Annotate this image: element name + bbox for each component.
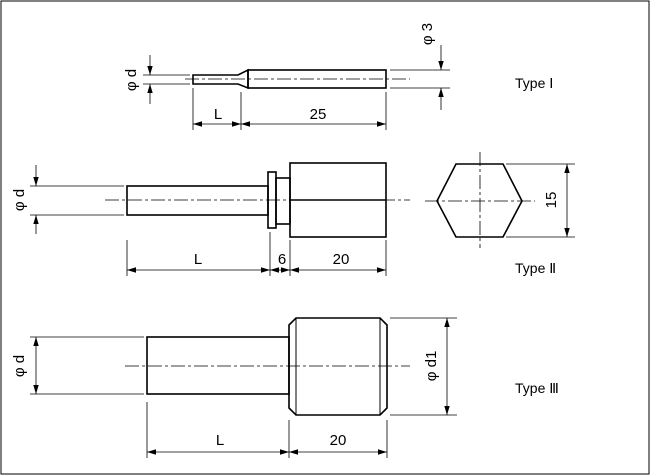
type3-body bbox=[288, 317, 388, 416]
type2-collar-inner bbox=[275, 177, 291, 225]
type3-drawing bbox=[30, 317, 457, 458]
type1-drawing bbox=[143, 45, 450, 130]
type1-dim-phi-3: φ 3 bbox=[419, 23, 436, 45]
type2-drawing bbox=[30, 152, 575, 276]
type2-hex-end-view bbox=[436, 163, 523, 238]
type2-dim-15: 15 bbox=[543, 192, 560, 209]
type3-dim-L: L bbox=[216, 432, 224, 449]
type3-shaft bbox=[146, 336, 290, 395]
type3-dim-20: 20 bbox=[330, 432, 347, 449]
type1-label: Type Ⅰ bbox=[515, 75, 553, 91]
type2-label: Type Ⅱ bbox=[515, 260, 556, 276]
type2-dim-6: 6 bbox=[278, 251, 286, 268]
type2-dim-L: L bbox=[194, 251, 202, 268]
type1-dim-L: L bbox=[214, 106, 222, 123]
type1-dim-phi-d: φ d bbox=[123, 69, 140, 91]
type2-dim-phi-d: φ d bbox=[11, 189, 28, 211]
type2-dim-20: 20 bbox=[333, 251, 350, 268]
type3-dim-phi-d1: φ d1 bbox=[423, 351, 440, 382]
type3-label: Type Ⅲ bbox=[515, 380, 559, 396]
type1-dim-25: 25 bbox=[310, 106, 327, 123]
type3-dim-phi-d: φ d bbox=[11, 355, 28, 377]
type2-shaft bbox=[126, 185, 269, 216]
